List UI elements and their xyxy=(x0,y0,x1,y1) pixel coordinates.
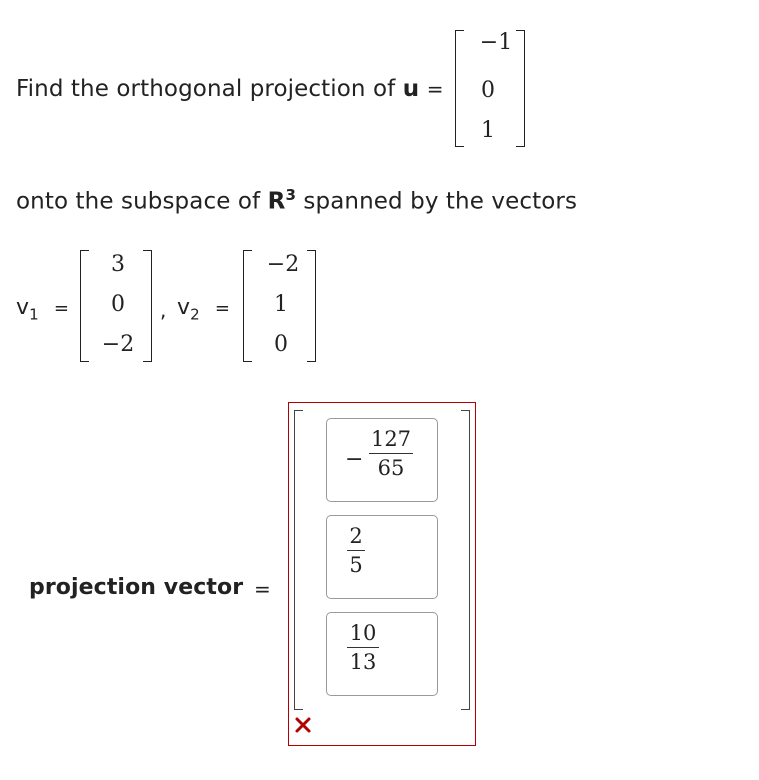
u-left-bracket xyxy=(455,30,464,147)
v1-entry-2: 0 xyxy=(111,292,125,317)
space-exponent: 3 xyxy=(285,186,296,204)
v2-right-bracket xyxy=(307,250,316,362)
entry-3-fraction: 10 13 xyxy=(347,621,379,674)
u-entry-3: 1 xyxy=(481,118,495,143)
answer-container xyxy=(288,402,476,746)
comma: , xyxy=(160,298,167,322)
u-entry-2: 0 xyxy=(481,78,495,103)
equals-sign: = xyxy=(426,77,444,101)
entry-3-denominator: 13 xyxy=(349,650,377,674)
entry-2-denominator: 5 xyxy=(349,553,363,577)
answer-right-bracket xyxy=(461,410,470,710)
v2-left-bracket xyxy=(243,250,252,362)
prompt-text: spanned by the vectors xyxy=(303,188,578,215)
answer-entry-2-input[interactable]: 2 5 xyxy=(326,515,438,599)
answer-equals-sign: = xyxy=(254,577,271,601)
answer-entry-1-input[interactable]: − 127 65 xyxy=(326,418,438,502)
v1-entry-1: 3 xyxy=(111,252,125,277)
entry-2-numerator: 2 xyxy=(349,524,363,548)
v1-entry-3: −2 xyxy=(101,332,135,357)
entry-1-numerator: 127 xyxy=(370,427,412,451)
entry-1-denominator: 65 xyxy=(377,456,405,480)
u-right-bracket xyxy=(516,30,525,147)
entry-1-sign: − xyxy=(345,447,364,472)
u-label: u xyxy=(402,76,420,102)
space-label: R xyxy=(267,188,286,215)
v1-left-bracket xyxy=(80,250,89,362)
prompt-line-1: Find the orthogonal projection of u = xyxy=(16,76,444,102)
v2-entry-1: −2 xyxy=(266,252,300,277)
prompt-text: onto the subspace of xyxy=(16,188,261,215)
prompt-line-2: onto the subspace of R3 spanned by the v… xyxy=(16,186,577,215)
projection-vector-label: projection vector xyxy=(29,575,244,600)
u-entry-1: −1 xyxy=(479,30,513,55)
entry-1-fraction: 127 65 xyxy=(369,427,413,480)
v1-label: v1 = xyxy=(16,295,70,324)
v2-entry-2: 1 xyxy=(274,292,288,317)
v1-right-bracket xyxy=(143,250,152,362)
answer-entry-3-input[interactable]: 10 13 xyxy=(326,612,438,696)
entry-2-fraction: 2 5 xyxy=(347,524,365,577)
incorrect-x-icon xyxy=(293,715,313,735)
prompt-text: Find the orthogonal projection of xyxy=(16,76,396,102)
answer-left-bracket xyxy=(294,410,303,710)
entry-3-numerator: 10 xyxy=(349,621,377,645)
v2-label: v2 = xyxy=(177,295,231,324)
v2-entry-3: 0 xyxy=(274,332,288,357)
